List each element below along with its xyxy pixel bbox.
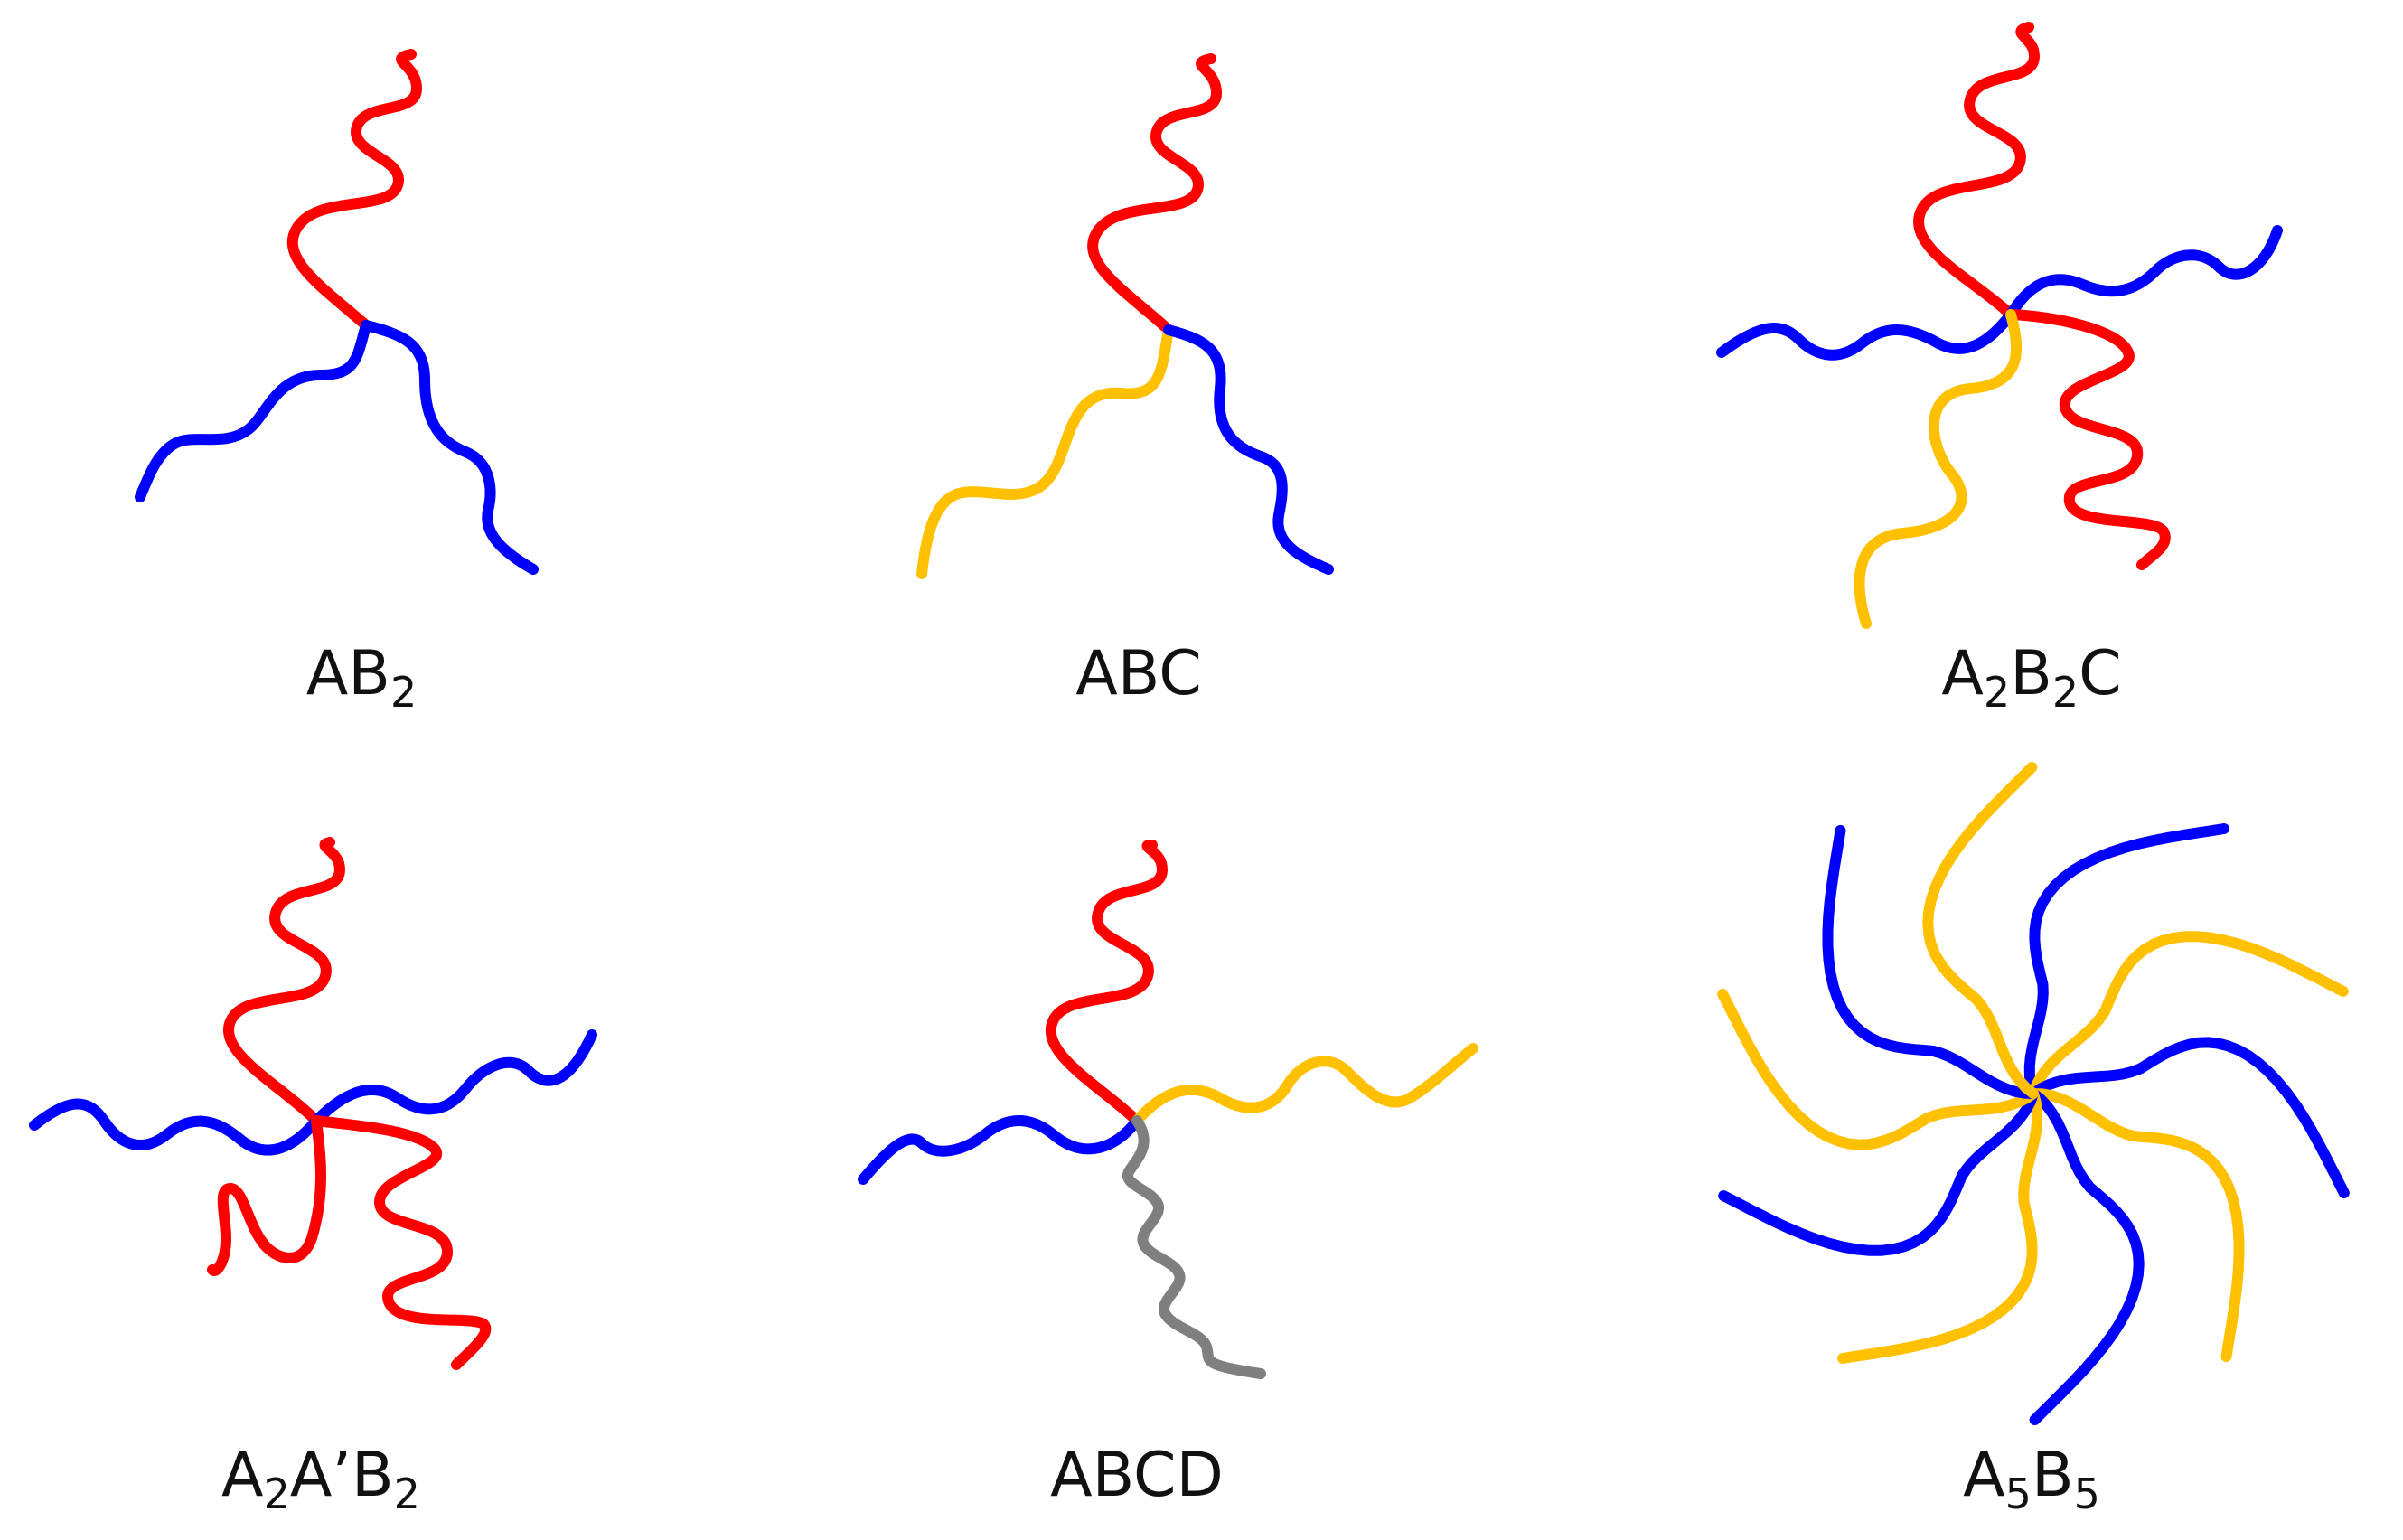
arm-yellow bbox=[1717, 989, 2039, 1150]
label-text: ABC bbox=[1075, 638, 1201, 709]
arm-yellow bbox=[1131, 1043, 1478, 1126]
arm-red bbox=[1913, 22, 2040, 320]
panel-label: ABC bbox=[1075, 638, 1201, 709]
arm-red bbox=[286, 49, 422, 331]
arm-red bbox=[1045, 840, 1168, 1126]
panel-label: A2​B2​C bbox=[1941, 638, 2121, 717]
panel-ab2: AB2​ bbox=[135, 49, 539, 717]
label-text: B bbox=[2032, 1440, 2074, 1511]
label-subscript: 2 bbox=[264, 1470, 290, 1518]
panel-a2b2c: A2​B2​C bbox=[1716, 22, 2283, 717]
swirl-arms bbox=[1717, 762, 2350, 1425]
label-text: A bbox=[221, 1440, 264, 1511]
label-subscript: 5 bbox=[2074, 1470, 2100, 1518]
label-text: A bbox=[1941, 638, 1984, 709]
arm-blue bbox=[361, 320, 539, 575]
label-subscript: 2 bbox=[1984, 668, 2010, 717]
label-text: ABCD bbox=[1050, 1440, 1224, 1511]
arm-blue bbox=[135, 320, 371, 502]
arm-blue bbox=[1718, 1088, 2039, 1256]
panel-abc: ABC bbox=[916, 53, 1334, 709]
panel-a5b5: A5​B5​ bbox=[1717, 762, 2350, 1518]
panel-label: A5​B5​ bbox=[1963, 1440, 2100, 1518]
arm-yellow bbox=[1837, 1088, 2043, 1364]
label-text: A’B bbox=[290, 1440, 394, 1511]
label-subscript: 2 bbox=[394, 1470, 420, 1518]
arm-yellow bbox=[1854, 309, 2023, 629]
arm-yellow bbox=[1922, 762, 2039, 1099]
arm-blue bbox=[1822, 824, 2039, 1099]
arm-red bbox=[223, 837, 345, 1126]
arm-blue bbox=[2028, 1037, 2350, 1198]
arm-red bbox=[311, 1115, 492, 1370]
label-subscript: 5 bbox=[2005, 1470, 2032, 1518]
label-subscript: 2 bbox=[390, 668, 417, 717]
panel-label: ABCD bbox=[1050, 1440, 1224, 1511]
label-text: A bbox=[1963, 1440, 2005, 1511]
arm-blue bbox=[1163, 324, 1334, 575]
arm-blue bbox=[2005, 225, 2283, 320]
arm-yellow bbox=[2028, 1088, 2245, 1363]
arm-blue bbox=[29, 1098, 322, 1156]
panel-label: A2​A’B2​ bbox=[221, 1440, 420, 1518]
arm-gray bbox=[1122, 1115, 1266, 1379]
panel-a2a2b2: A2​A’B2​ bbox=[29, 837, 597, 1518]
label-text: B bbox=[2010, 638, 2052, 709]
label-text: C bbox=[2079, 638, 2121, 709]
arm-blue bbox=[2023, 823, 2229, 1099]
label-subscript: 2 bbox=[2052, 668, 2079, 717]
panel-abcd: ABCD bbox=[858, 840, 1478, 1511]
arm-blue bbox=[1716, 309, 2016, 361]
arm-blue bbox=[311, 1029, 597, 1126]
label-text: AB bbox=[306, 638, 390, 709]
arm-yellow bbox=[916, 324, 1174, 579]
arm-blue bbox=[2028, 1088, 2145, 1425]
arm-yellow bbox=[2028, 931, 2349, 1099]
arm-red bbox=[1087, 53, 1222, 335]
panel-label: AB2​ bbox=[306, 638, 417, 717]
arm-red bbox=[207, 1115, 326, 1276]
arm-red bbox=[2005, 309, 2171, 570]
arm-blue bbox=[858, 1115, 1142, 1185]
